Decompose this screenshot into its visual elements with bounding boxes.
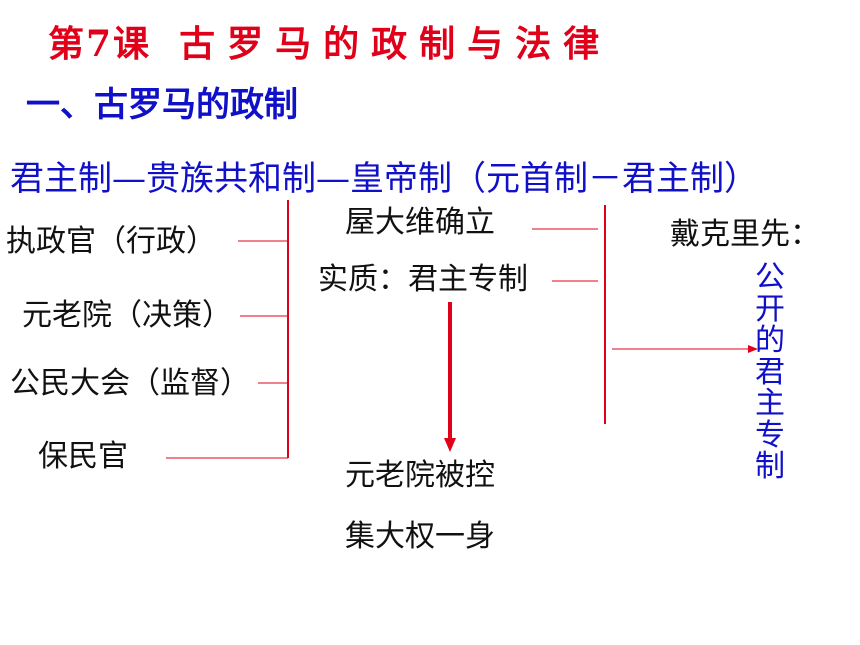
republic-item-tribune: 保民官 — [38, 439, 128, 474]
republic-item-assembly: 公民大会（监督） — [10, 366, 250, 401]
empire-essence: 实质：君主专制 — [318, 262, 528, 297]
diocletian-label: 戴克里先： — [670, 217, 820, 252]
evolution-line: 君主制—贵族共和制—皇帝制（元首制－君主制） — [10, 159, 758, 199]
section-heading: 一、古罗马的政制 — [26, 85, 298, 125]
page-title: 第7课古罗马的政制与法律 — [48, 26, 611, 62]
vertical-char: 开 — [755, 291, 785, 327]
empire-result-senate: 元老院被控 — [345, 458, 495, 493]
republic-item-senate: 元老院（决策） — [22, 298, 232, 333]
vertical-char: 制 — [755, 449, 785, 484]
vertical-char: 专 — [755, 417, 785, 453]
empire-founder: 屋大维确立 — [345, 205, 495, 240]
vertical-char: 主 — [755, 386, 785, 421]
vertical-char: 公 — [755, 260, 785, 295]
vertical-char: 君 — [755, 354, 785, 390]
arrowhead-right — [748, 345, 758, 353]
empire-result-power: 集大权一身 — [345, 519, 495, 554]
lesson-number: 第7课 — [48, 23, 152, 65]
diocletian-vertical-text: 公 开 的 君 主 专 制 — [752, 262, 788, 483]
arrowhead-down — [444, 438, 456, 452]
lesson-topic: 古罗马的政制与法律 — [179, 23, 612, 65]
republic-item-consul: 执政官（行政） — [6, 224, 216, 259]
vertical-char: 的 — [755, 323, 785, 358]
